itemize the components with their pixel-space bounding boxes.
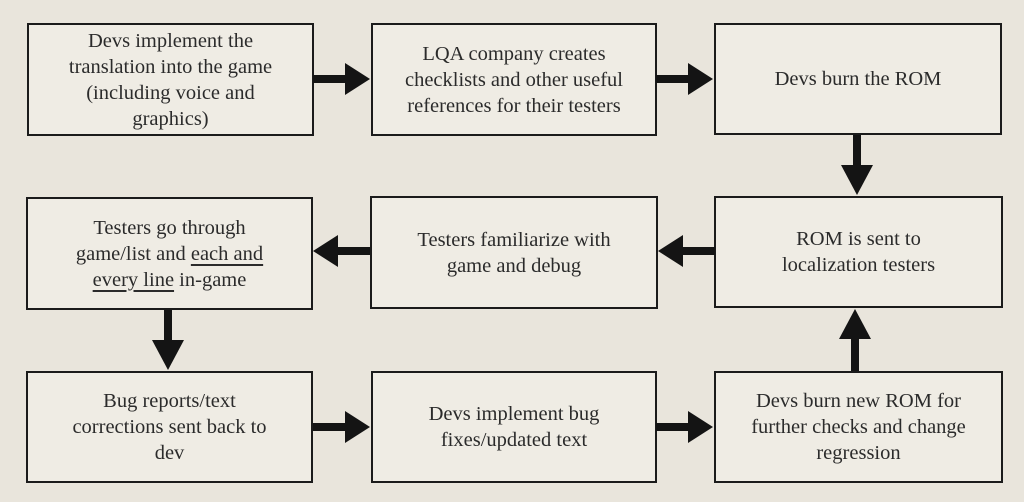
arrow-right-icon bbox=[656, 410, 714, 444]
flow-box-bug-reports-to-dev: Bug reports/text corrections sent back t… bbox=[26, 371, 313, 483]
flow-box-label: Devs implement bug fixes/updated text bbox=[428, 403, 600, 451]
arrow-left-icon bbox=[312, 234, 370, 268]
flow-box-label: Testers go through game/list and each an… bbox=[54, 215, 286, 293]
arrow-left-icon bbox=[657, 234, 715, 268]
flow-box-devs-implement-fixes: Devs implement bug fixes/updated text bbox=[371, 371, 657, 483]
flow-box-label: Devs burn new ROM for further checks and… bbox=[751, 390, 966, 464]
arrow-down-icon bbox=[840, 135, 874, 196]
flow-box-lqa-creates-checklists: LQA company creates checklists and other… bbox=[371, 23, 657, 136]
flow-box-testers-familiarize: Testers familiarize with game and debug bbox=[370, 196, 658, 309]
flow-box-devs-burn-rom: Devs burn the ROM bbox=[714, 23, 1002, 135]
flow-box-rom-sent-to-testers: ROM is sent to localization testers bbox=[714, 196, 1003, 308]
arrow-down-icon bbox=[151, 310, 185, 371]
flow-box-devs-burn-new-rom: Devs burn new ROM for further checks and… bbox=[714, 371, 1003, 483]
label-segment-underlined: each and every line bbox=[92, 242, 264, 291]
flow-box-devs-implement-translation: Devs implement the translation into the … bbox=[27, 23, 314, 136]
label-segment: in-game bbox=[174, 268, 247, 291]
arrow-right-icon bbox=[313, 62, 371, 96]
arrow-right-icon bbox=[313, 410, 371, 444]
label-segment: Testers go through game/list and bbox=[75, 216, 246, 265]
arrow-right-icon bbox=[656, 62, 714, 96]
flow-box-label: Testers familiarize with game and debug bbox=[417, 228, 611, 277]
flow-box-label: LQA company creates checklists and other… bbox=[404, 42, 624, 117]
arrow-up-icon bbox=[838, 308, 872, 371]
flow-box-label: Bug reports/text corrections sent back t… bbox=[72, 390, 267, 464]
flow-box-testers-go-through-lines: Testers go through game/list and each an… bbox=[26, 197, 313, 310]
flow-box-label: Devs burn the ROM bbox=[774, 68, 942, 90]
flow-box-label: ROM is sent to localization testers bbox=[781, 228, 936, 276]
flow-box-label: Devs implement the translation into the … bbox=[68, 29, 273, 130]
